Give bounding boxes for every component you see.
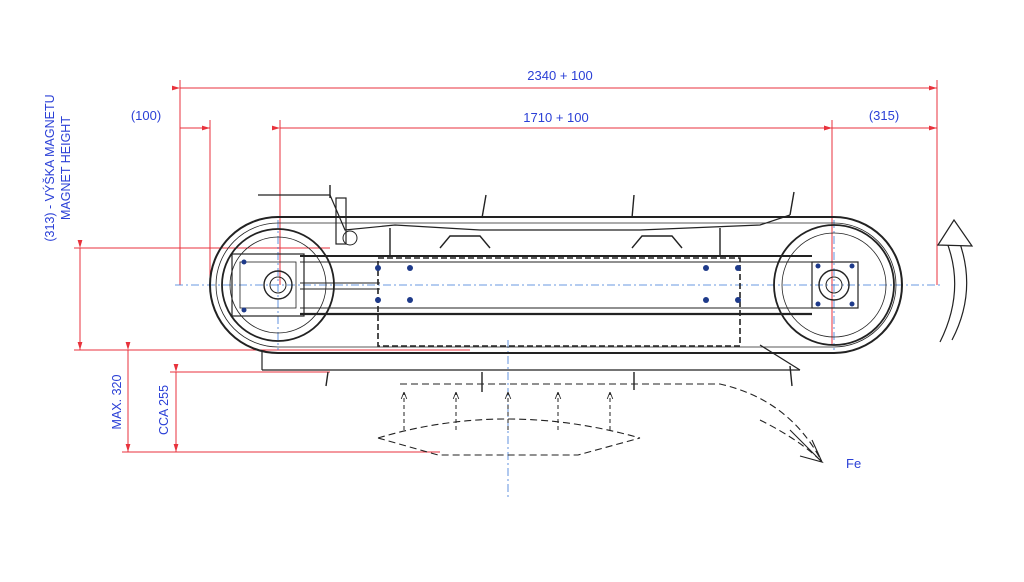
attraction-arrows [404, 392, 610, 430]
max-distance-label: MAX. 320 [110, 375, 124, 430]
fe-discharge-arrow [789, 429, 824, 464]
roller-distance-label: 1710 + 100 [523, 110, 588, 125]
bolt-holes [241, 259, 855, 313]
overall-length-label: 2340 + 100 [527, 68, 592, 83]
fe-label: Fe [846, 456, 861, 471]
overband-magnet [209, 185, 903, 392]
dimension-lines [74, 80, 938, 453]
approx-distance-label: CCA 255 [157, 385, 171, 435]
conveyor-outline [377, 383, 823, 463]
right-offset-label: (315) [869, 108, 899, 123]
magnet-height-en-label: MAGNET HEIGHT [59, 116, 73, 220]
left-offset-label: (100) [131, 108, 161, 123]
rotation-direction-arrow [936, 218, 974, 343]
magnet-height-cz-label: (313) - VÝŠKA MAGNETU [42, 94, 57, 241]
